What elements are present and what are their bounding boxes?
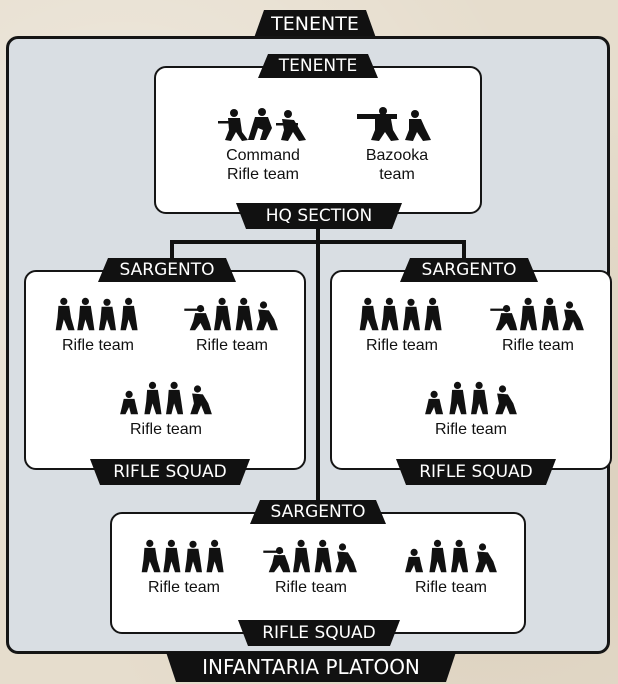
rifle-team-silhouette-icon bbox=[263, 539, 357, 573]
rifle-team-silhouette-icon bbox=[55, 297, 138, 331]
squad-footer-tag: RIFLE SQUAD bbox=[90, 459, 250, 485]
bazooka-team: Bazooka team bbox=[337, 106, 457, 184]
hq-header-tag: TENENTE bbox=[258, 54, 378, 78]
rifle-team-label: Rifle team bbox=[61, 337, 135, 354]
squad-header-tag: SARGENTO bbox=[250, 500, 386, 524]
rifle-team-unit: Rifle team bbox=[251, 538, 371, 597]
rifle-team-label: Rifle team bbox=[434, 421, 508, 438]
hq-footer-tag: HQ SECTION bbox=[236, 203, 402, 229]
unit-label-line2: team bbox=[379, 166, 415, 183]
squad-header-tag: SARGENTO bbox=[400, 258, 538, 282]
rifle-team-label: Rifle team bbox=[414, 579, 488, 596]
rifle-team-label: Rifle team bbox=[274, 579, 348, 596]
rifle-team-silhouette-icon bbox=[120, 381, 212, 415]
bazooka-team-silhouette-icon bbox=[357, 107, 431, 141]
rifle-team-label: Rifle team bbox=[129, 421, 203, 438]
command-team-silhouette-icon bbox=[218, 108, 306, 141]
connector-line-branch bbox=[170, 240, 466, 244]
rifle-team-unit: Rifle team bbox=[478, 296, 598, 355]
unit-label-line1: Command bbox=[226, 147, 300, 164]
squad-footer-tag: RIFLE SQUAD bbox=[238, 620, 400, 646]
platoon-commander-title: TENENTE bbox=[254, 10, 376, 38]
rifle-team-unit: Rifle team bbox=[391, 538, 511, 597]
rifle-team-label: Rifle team bbox=[365, 337, 439, 354]
rifle-team-unit: Rifle team bbox=[106, 380, 226, 439]
command-rifle-team: Command Rifle team bbox=[203, 106, 323, 184]
squad-footer-tag: RIFLE SQUAD bbox=[396, 459, 556, 485]
rifle-team-unit: Rifle team bbox=[124, 538, 244, 597]
rifle-team-silhouette-icon bbox=[141, 539, 224, 573]
rifle-team-unit: Rifle team bbox=[411, 380, 531, 439]
rifle-team-unit: Rifle team bbox=[342, 296, 462, 355]
unit-label-line1: Bazooka bbox=[365, 147, 429, 164]
platoon-name-title: INFANTARIA PLATOON bbox=[166, 652, 456, 682]
connector-line-right-drop bbox=[462, 240, 466, 266]
rifle-team-silhouette-icon bbox=[405, 539, 497, 573]
rifle-team-silhouette-icon bbox=[184, 297, 278, 331]
connector-line-trunk bbox=[316, 226, 320, 514]
rifle-team-silhouette-icon bbox=[490, 297, 584, 331]
rifle-team-unit: Rifle team bbox=[172, 296, 292, 355]
rifle-team-silhouette-icon bbox=[359, 297, 442, 331]
rifle-team-silhouette-icon bbox=[425, 381, 517, 415]
rifle-team-label: Rifle team bbox=[147, 579, 221, 596]
rifle-squad-box-right bbox=[330, 270, 612, 470]
connector-line-left-drop bbox=[170, 240, 174, 266]
unit-label-line2: Rifle team bbox=[226, 166, 300, 183]
rifle-team-unit: Rifle team bbox=[38, 296, 158, 355]
rifle-team-label: Rifle team bbox=[501, 337, 575, 354]
rifle-team-label: Rifle team bbox=[195, 337, 269, 354]
squad-header-tag: SARGENTO bbox=[98, 258, 236, 282]
